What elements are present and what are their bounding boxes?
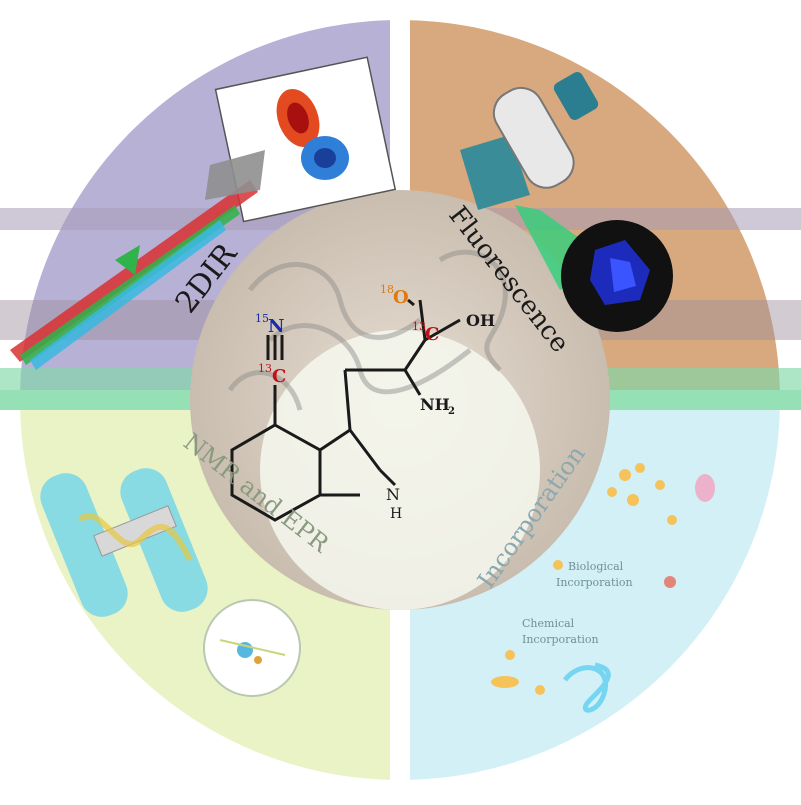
epr-zoom-icon [203, 599, 301, 697]
carbonyl-c-isotope: 13 [412, 320, 426, 333]
carbonyl-o-isotope: 18 [380, 283, 394, 296]
fluorescence-image-icon [561, 220, 673, 332]
chemical-label-line2: Incorporation [522, 633, 599, 646]
nitrile-n-label: N [268, 316, 284, 337]
nitrile-n-isotope: 15 [255, 312, 269, 325]
hydroxyl-label: OH [466, 311, 495, 330]
center-lower-fade [260, 330, 540, 610]
ring-h-label: H [390, 506, 402, 522]
molecule-labels: 15 N 13 C 18 O 13 C OH NH 2 N H [255, 283, 495, 522]
laser-beams-icon [10, 150, 265, 370]
biological-label: Biological [568, 560, 624, 573]
nmr-magnet-icon [40, 468, 208, 617]
incorporation-dots [491, 463, 715, 695]
chemical-label: Chemical [522, 617, 575, 630]
ring-n-label: N [386, 485, 400, 504]
carbonyl-o-label: O [393, 287, 409, 308]
nitrile-c-isotope: 13 [258, 362, 272, 375]
amine-subscript: 2 [448, 406, 455, 417]
incorporation-texts: Biological Incorporation Chemical Incorp… [522, 560, 633, 646]
amine-label: NH [420, 395, 450, 414]
carbonyl-c-label: C [425, 324, 439, 345]
nitrile-c-label: C [272, 366, 286, 387]
biological-label-line2: Incorporation [556, 576, 633, 589]
protein-chain-icon [563, 662, 611, 713]
molecule-skeleton [230, 298, 461, 522]
